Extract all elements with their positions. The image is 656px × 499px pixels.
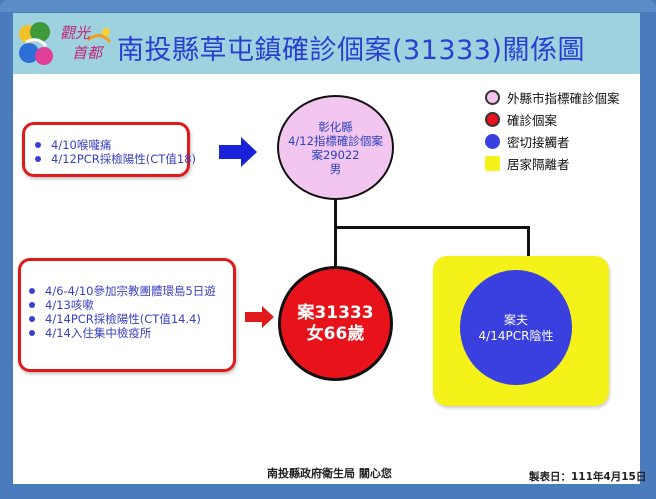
confirmed-case-notes-box: 4/6-4/10參加宗教團體環島5日遊 4/13咳嗽 4/14PCR採檢陽性(C… xyxy=(18,258,236,372)
header-band xyxy=(13,13,640,74)
bullet-icon xyxy=(29,330,35,336)
index-case-notes-box: 4/10喉嚨痛 4/12PCR採檢陽性(CT值18) xyxy=(22,122,196,177)
connector-vertical-contact xyxy=(527,226,530,256)
bullet-icon xyxy=(29,288,35,294)
bullet-icon xyxy=(29,316,35,322)
note-item: 4/12PCR採檢陽性(CT值18) xyxy=(35,152,196,166)
red-circle-icon xyxy=(485,112,500,127)
index-case-desc: 4/12指標確診個案 xyxy=(288,133,383,148)
blue-arrow-icon xyxy=(219,137,257,167)
yellow-square-icon xyxy=(485,156,500,171)
close-contact-node: 案夫 4/14PCR陰性 xyxy=(460,270,572,385)
pink-circle-icon xyxy=(485,90,500,105)
note-item: 4/14PCR採檢陽性(CT值14.4) xyxy=(29,312,233,326)
note-item: 4/14入住集中檢疫所 xyxy=(29,326,233,340)
confirmed-case-node: 案31333 女66歲 xyxy=(278,266,393,381)
red-arrow-icon xyxy=(245,306,274,328)
page-title: 南投縣草屯鎮確診個案(31333)關係圖 xyxy=(117,35,585,66)
logo-icon xyxy=(19,22,112,65)
bullet-icon xyxy=(35,142,41,148)
confirmed-case-id: 案31333 xyxy=(297,302,374,323)
contact-relation: 案夫 xyxy=(503,312,528,327)
index-case-gender: 男 xyxy=(329,161,342,176)
tourism-logo: 觀光 首都 xyxy=(18,18,118,70)
legend-item-home-quarantine: 居家隔離者 xyxy=(485,154,570,173)
bullet-icon xyxy=(29,302,35,308)
blue-circle-icon xyxy=(485,134,500,149)
connector-vertical-main xyxy=(334,200,337,269)
legend-item-confirmed: 確診個案 xyxy=(485,110,557,129)
legend-label: 密切接觸者 xyxy=(507,135,570,150)
index-case-node: 彰化縣 4/12指標確診個案 案29022 男 xyxy=(277,95,394,200)
legend-label: 外縣市指標確診個案 xyxy=(507,91,620,106)
legend-label: 居家隔離者 xyxy=(507,157,570,172)
note-item: 4/6-4/10參加宗教團體環島5日遊 xyxy=(29,284,233,298)
note-item: 4/13咳嗽 xyxy=(29,298,233,312)
footer-date: 製表日：111年4月15日 xyxy=(529,471,647,483)
index-case-region: 彰化縣 xyxy=(318,119,353,134)
legend-item-index-case: 外縣市指標確診個案 xyxy=(485,88,620,107)
logo-text-1: 觀光 xyxy=(60,24,91,42)
index-case-id: 案29022 xyxy=(311,147,360,162)
confirmed-case-info: 女66歲 xyxy=(306,323,365,344)
logo-text-2: 首都 xyxy=(72,44,103,62)
bullet-icon xyxy=(35,156,41,162)
note-item: 4/10喉嚨痛 xyxy=(35,138,187,152)
frame-top xyxy=(0,0,656,12)
connector-horizontal xyxy=(334,226,530,229)
legend-item-close-contact: 密切接觸者 xyxy=(485,132,570,151)
contact-test-result: 4/14PCR陰性 xyxy=(478,328,554,343)
footer-org: 南投縣政府衛生局 關心您 xyxy=(267,467,392,480)
legend-label: 確診個案 xyxy=(507,113,558,128)
